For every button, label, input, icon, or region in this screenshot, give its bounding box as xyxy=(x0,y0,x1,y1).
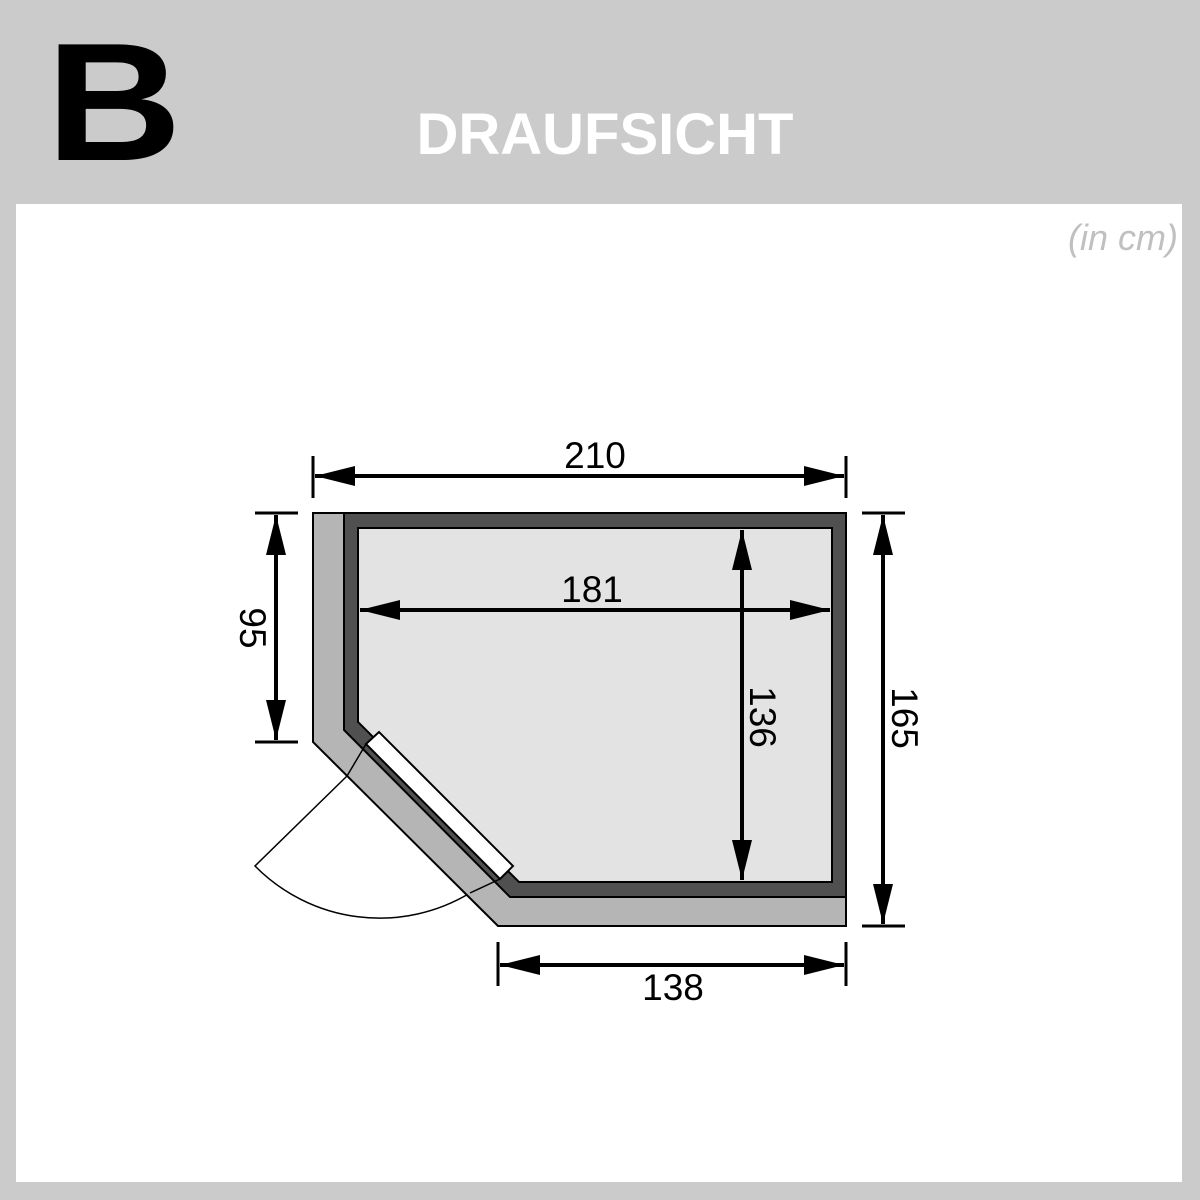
door-frame-line xyxy=(469,878,501,894)
page-title: DRAUFSICHT xyxy=(416,102,794,167)
dimension-label-136: 136 xyxy=(742,686,783,748)
dimension-label-165: 165 xyxy=(884,687,925,749)
dimension-label-181: 181 xyxy=(561,569,623,610)
dimension-inner-depth: 136 xyxy=(732,530,783,880)
variant-letter: B xyxy=(46,8,182,196)
dimension-outer-depth: 165 xyxy=(862,511,925,928)
dimension-label-138: 138 xyxy=(642,967,704,1008)
dimension-label-210: 210 xyxy=(564,435,626,476)
units-label: (in cm) xyxy=(1068,217,1178,258)
door-frame-line xyxy=(346,743,367,777)
dimension-label-95: 95 xyxy=(232,607,273,648)
door-swing-icon xyxy=(253,775,471,919)
dimension-bottom-wall: 138 xyxy=(496,942,848,1008)
dimension-left-wall: 95 xyxy=(232,511,298,744)
glass-door xyxy=(364,730,515,881)
dimension-outer-width: 210 xyxy=(311,435,848,498)
